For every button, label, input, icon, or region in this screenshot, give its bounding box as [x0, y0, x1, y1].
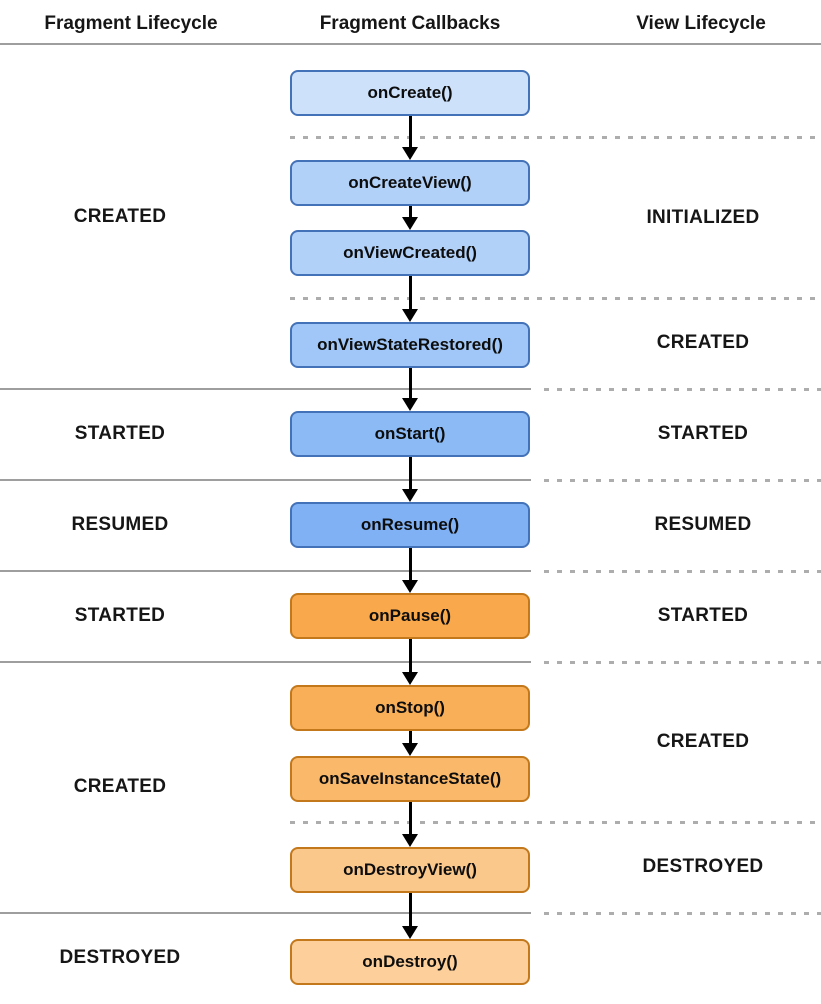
- column-header-view-lifecycle: View Lifecycle: [636, 13, 766, 34]
- callback-label: onCreate(): [367, 83, 453, 102]
- separator-dashed: [544, 661, 821, 664]
- callback-label: onDestroy(): [362, 952, 458, 971]
- flow-arrow-down-icon: [402, 731, 418, 756]
- view-state-created: CREATED: [656, 731, 750, 752]
- fragment-state-started: STARTED: [74, 605, 166, 626]
- fragment-state-started: STARTED: [74, 423, 166, 444]
- column-header-fragment-lifecycle: Fragment Lifecycle: [44, 13, 218, 34]
- view-state-started: STARTED: [657, 605, 749, 626]
- callback-box-onresume: onResume(): [290, 502, 530, 548]
- callback-box-onstop: onStop(): [290, 685, 530, 731]
- view-state-created: CREATED: [656, 332, 750, 353]
- fragment-state-destroyed: DESTROYED: [59, 947, 181, 968]
- flow-arrow-down-icon: [402, 206, 418, 230]
- callback-label: onViewCreated(): [343, 243, 477, 262]
- view-state-resumed: RESUMED: [654, 514, 752, 535]
- separator-solid: [0, 570, 531, 572]
- separator-solid: [0, 479, 531, 481]
- callback-box-onstart: onStart(): [290, 411, 530, 457]
- fragment-state-created: CREATED: [73, 206, 167, 227]
- separator-dashed: [544, 912, 821, 915]
- fragment-state-created: CREATED: [73, 776, 167, 797]
- separator-solid: [0, 661, 531, 663]
- callback-box-onpause: onPause(): [290, 593, 530, 639]
- separator-dashed: [544, 570, 821, 573]
- view-state-initialized: INITIALIZED: [646, 207, 760, 228]
- view-state-started: STARTED: [657, 423, 749, 444]
- flow-arrow-down-icon: [402, 893, 418, 939]
- callback-label: onViewStateRestored(): [317, 335, 503, 354]
- callback-label: onCreateView(): [348, 173, 472, 192]
- callback-label: onSaveInstanceState(): [318, 769, 502, 788]
- callback-box-onviewcreated: onViewCreated(): [290, 230, 530, 276]
- separator-solid: [0, 388, 531, 390]
- flow-arrow-down-icon: [402, 802, 418, 847]
- callback-box-onviewstaterestored: onViewStateRestored(): [290, 322, 530, 368]
- separator-dashed: [290, 136, 821, 139]
- flow-arrow-down-icon: [402, 639, 418, 685]
- callback-label: onStop(): [375, 698, 445, 717]
- separator-header-solid: [0, 43, 821, 45]
- view-state-destroyed: DESTROYED: [642, 856, 764, 877]
- flow-arrow-down-icon: [402, 276, 418, 322]
- callback-label: onStart(): [374, 424, 446, 443]
- separator-dashed: [290, 297, 821, 300]
- fragment-state-resumed: RESUMED: [71, 514, 169, 535]
- flow-arrow-down-icon: [402, 457, 418, 502]
- callback-box-oncreateview: onCreateView(): [290, 160, 530, 206]
- flow-arrow-down-icon: [402, 116, 418, 160]
- separator-dashed: [544, 388, 821, 391]
- column-header-fragment-callbacks: Fragment Callbacks: [319, 13, 501, 34]
- callback-label: onPause(): [368, 606, 452, 625]
- separator-dashed: [544, 479, 821, 482]
- callback-box-ondestroy: onDestroy(): [290, 939, 530, 985]
- callback-label: onDestroyView(): [343, 860, 477, 879]
- callback-box-onsaveinstancestate: onSaveInstanceState(): [290, 756, 530, 802]
- callback-box-oncreate: onCreate(): [290, 70, 530, 116]
- flow-arrow-down-icon: [402, 548, 418, 593]
- separator-solid: [0, 912, 531, 914]
- separator-dashed: [290, 821, 821, 824]
- callback-box-ondestroyview: onDestroyView(): [290, 847, 530, 893]
- callback-label: onResume(): [360, 515, 460, 534]
- flow-arrow-down-icon: [402, 368, 418, 411]
